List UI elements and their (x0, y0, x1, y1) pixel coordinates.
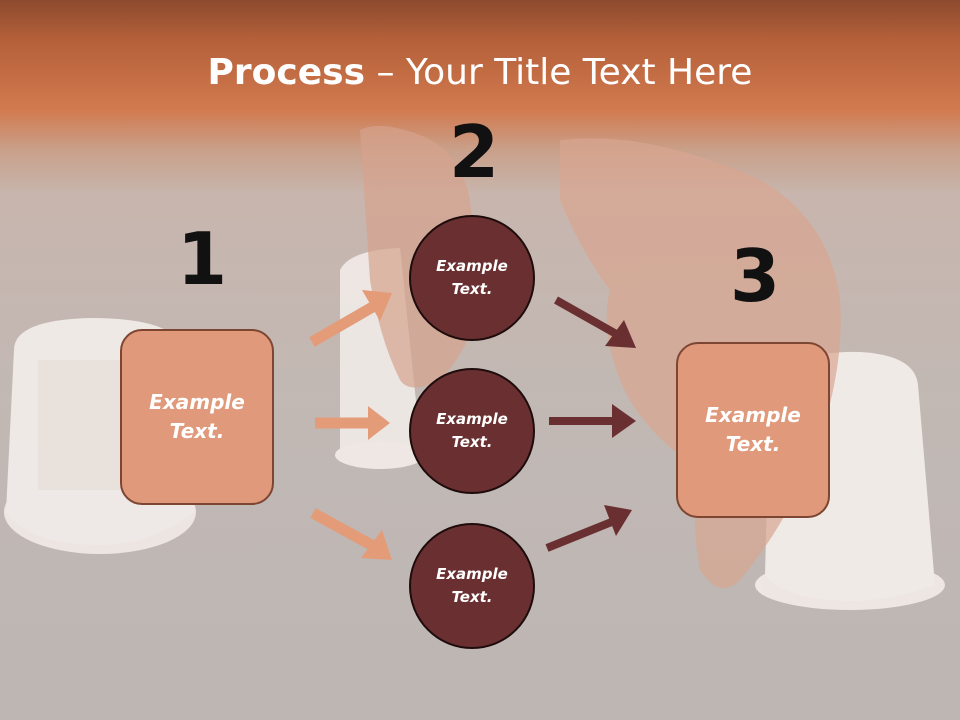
title-rest: – Your Title Text Here (365, 52, 753, 93)
step-number-3: 3 (730, 234, 781, 318)
arrow-middle-to-right (549, 404, 636, 438)
title-bold: Process (207, 52, 366, 93)
step-number-2: 2 (449, 110, 500, 194)
slide-title: Process – Your Title Text Here (0, 52, 960, 93)
circle-top: Example Text. (409, 215, 535, 341)
arrow-bottom-to-right (545, 505, 632, 552)
right-box-text: Example Text. (705, 403, 801, 456)
arrow-top-to-right (554, 296, 636, 348)
left-box: Example Text. (120, 329, 274, 505)
left-box-text: Example Text. (149, 390, 245, 443)
arrow-left-to-middle (315, 406, 390, 440)
circle-middle-text: Example Text. (436, 410, 508, 451)
circle-bottom-text: Example Text. (436, 565, 508, 606)
step-number-1: 1 (177, 217, 228, 301)
arrow-left-to-bottom (310, 508, 392, 560)
circle-bottom: Example Text. (409, 523, 535, 649)
circle-top-text: Example Text. (436, 257, 508, 298)
circle-middle: Example Text. (409, 368, 535, 494)
arrow-left-to-top (309, 290, 392, 347)
right-box: Example Text. (676, 342, 830, 518)
